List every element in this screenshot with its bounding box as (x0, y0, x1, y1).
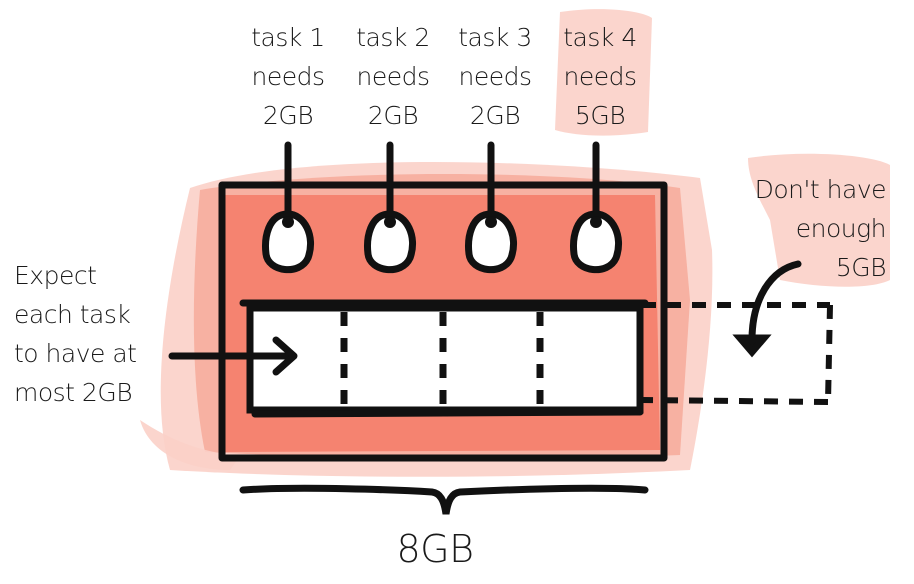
task-pins (262, 141, 623, 274)
capacity-label: 8GB (396, 527, 474, 571)
overflow-arrow (732, 260, 802, 358)
expect-arrow (168, 336, 298, 376)
memory-bar-bottom-edge (251, 408, 644, 418)
pin-task-2 (364, 141, 417, 274)
task4-highlight (555, 9, 652, 136)
pin-task-3 (465, 141, 518, 274)
note-highlight (748, 153, 890, 287)
pin-task-1 (262, 141, 315, 274)
overflow-slot (641, 302, 833, 405)
pin-task-4 (570, 141, 623, 274)
capacity-brace (239, 484, 649, 515)
slot-dividers (340, 312, 544, 406)
machine-box (218, 181, 668, 462)
